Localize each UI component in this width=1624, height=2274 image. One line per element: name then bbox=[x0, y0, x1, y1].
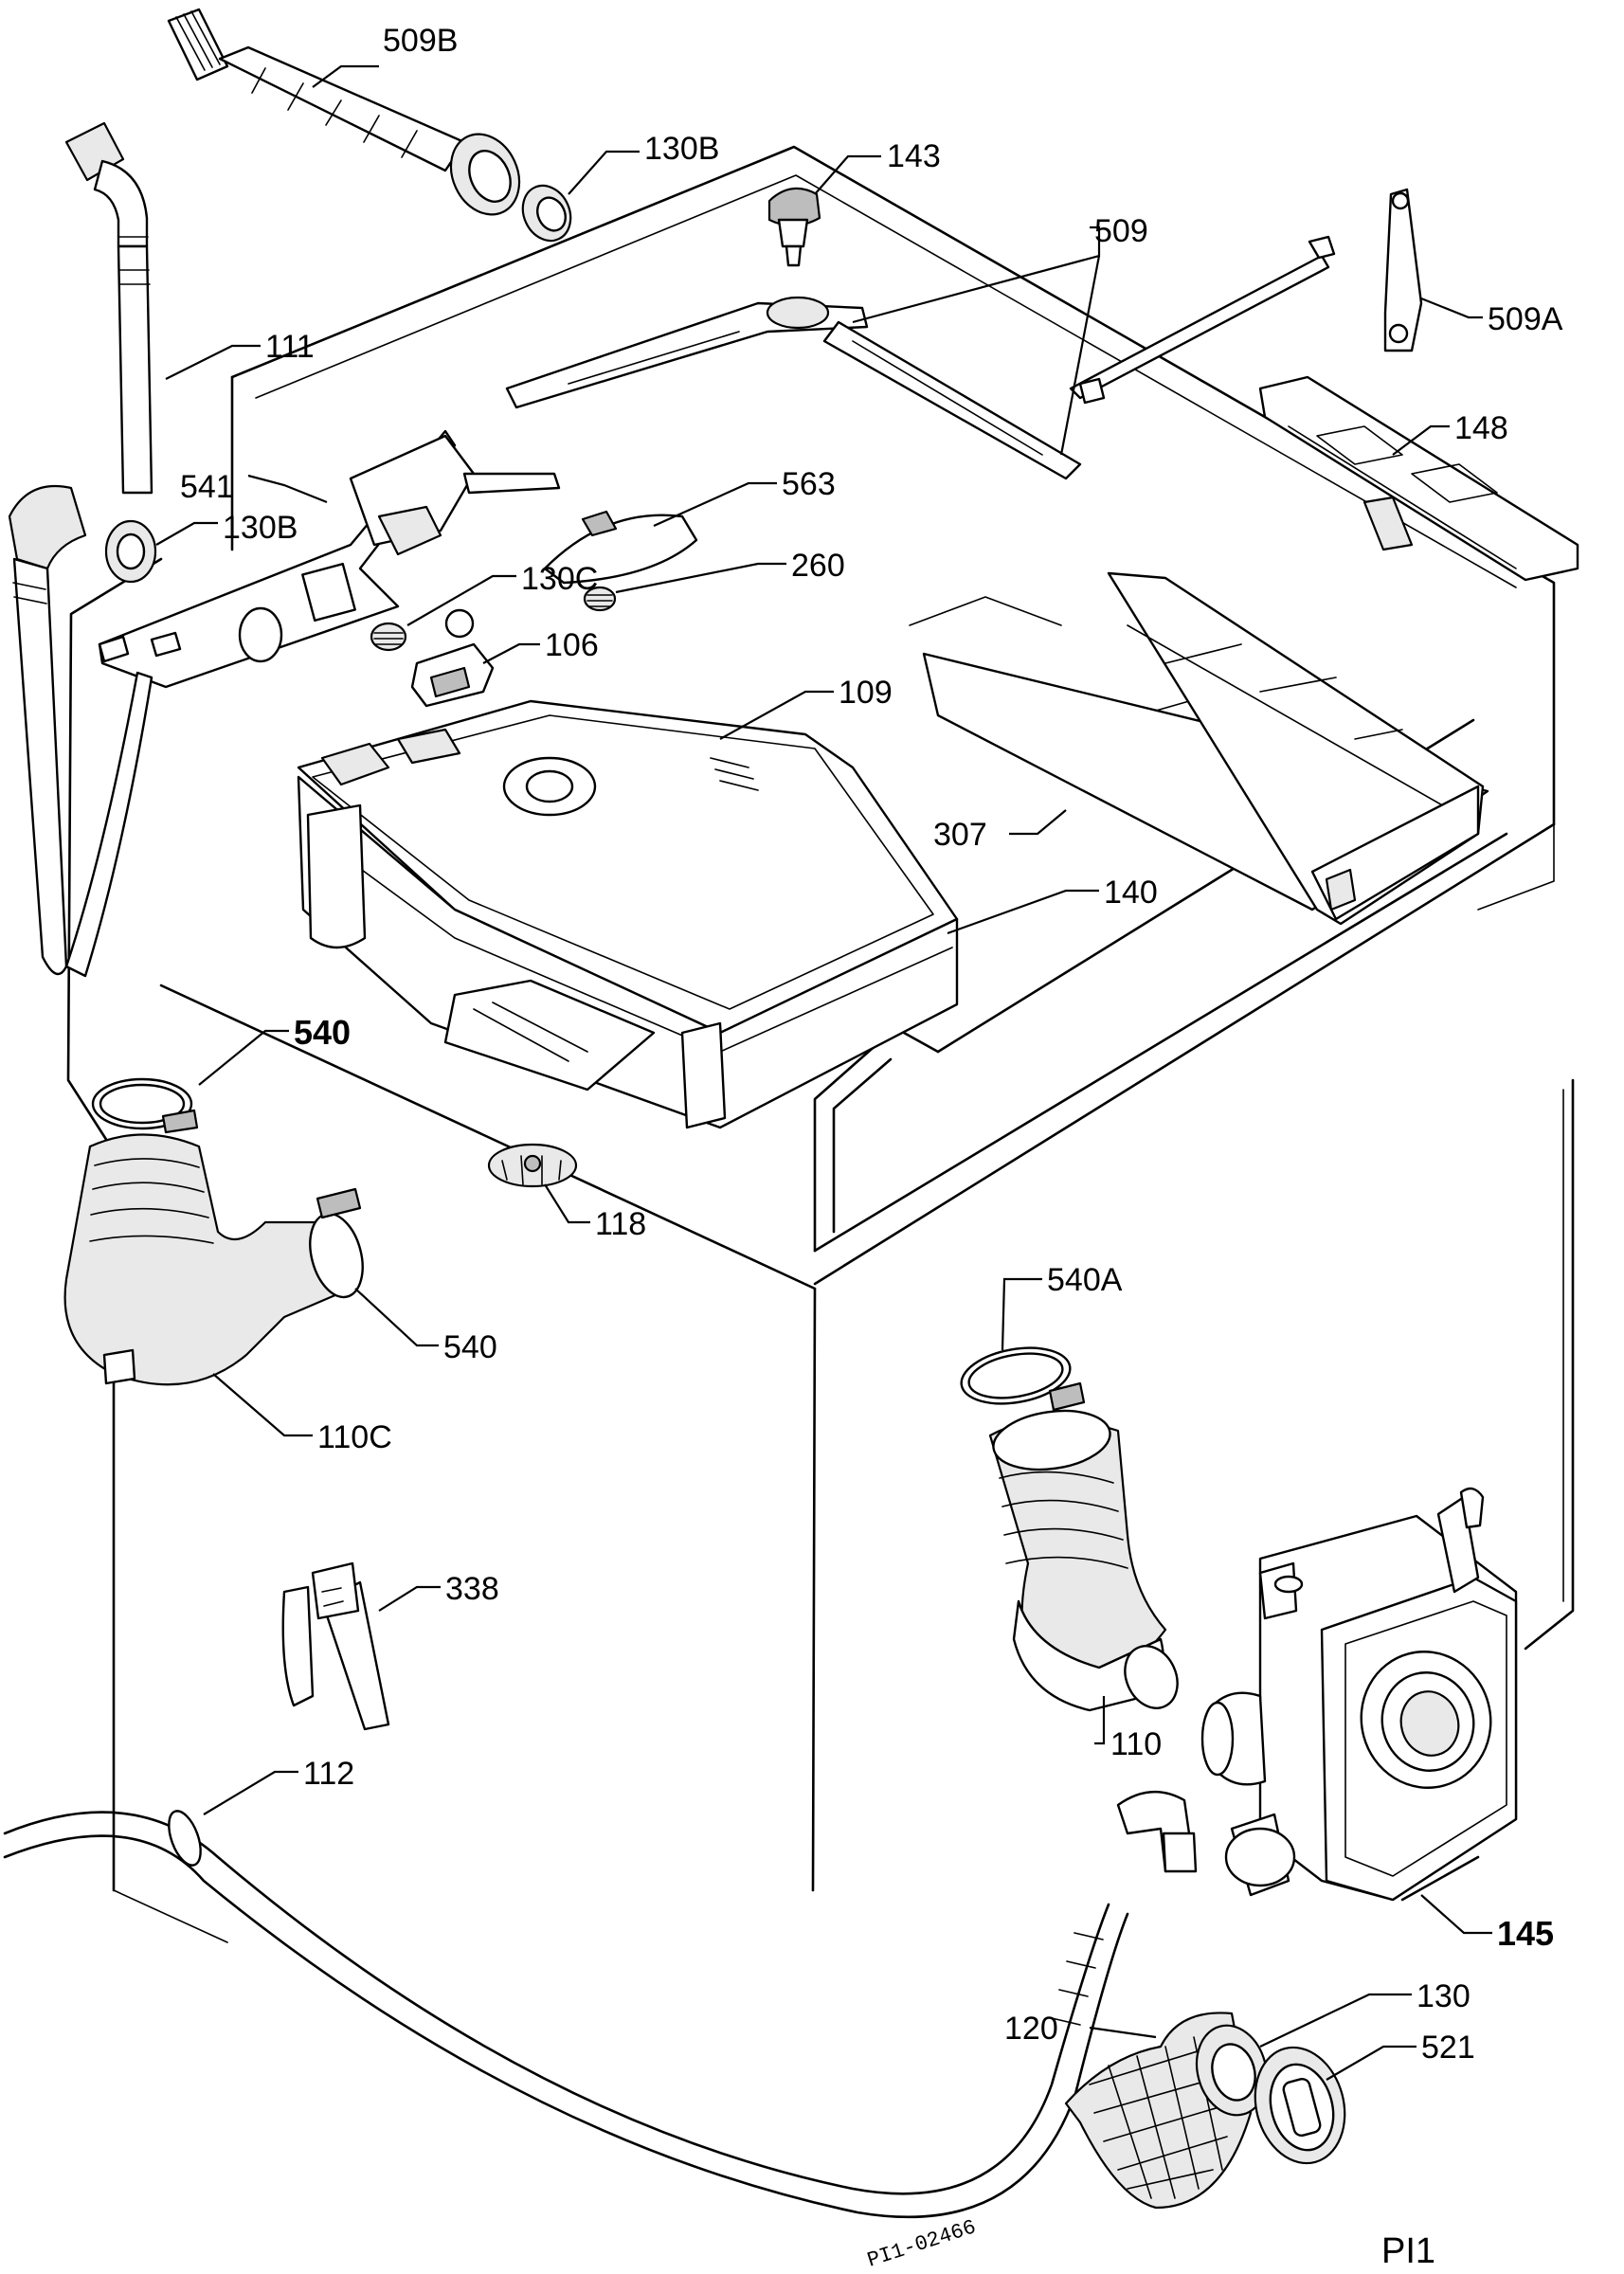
page-code: PI1 bbox=[1381, 2231, 1435, 2271]
label-106: 106 bbox=[545, 627, 599, 663]
part-130-filter-seal bbox=[1195, 2024, 1269, 2117]
label-540a: 540A bbox=[1047, 1262, 1123, 1298]
part-540-top-clamp bbox=[91, 1077, 199, 1134]
part-541-valve-bracket bbox=[98, 429, 561, 689]
part-260-spring bbox=[583, 586, 617, 612]
label-541: 541 bbox=[180, 469, 234, 505]
part-563-cover bbox=[543, 510, 698, 585]
label-509a: 509A bbox=[1488, 301, 1563, 337]
part-130b-mid-seal bbox=[104, 519, 157, 584]
part-109-dispenser-lid bbox=[297, 699, 959, 1035]
label-540-top: 540 bbox=[294, 1013, 351, 1052]
label-130b-top: 130B bbox=[644, 131, 719, 167]
part-130c-small-spring bbox=[370, 622, 407, 652]
part-140-dispenser-body bbox=[297, 775, 959, 1129]
part-307-detergent-drawer bbox=[922, 571, 1489, 926]
label-540-mid: 540 bbox=[443, 1329, 497, 1365]
drawing-code: PI1-02466 bbox=[864, 2215, 979, 2272]
label-120: 120 bbox=[1004, 2011, 1058, 2047]
label-118: 118 bbox=[595, 1206, 646, 1242]
label-143: 143 bbox=[887, 138, 941, 174]
label-338: 338 bbox=[445, 1571, 499, 1607]
label-509b: 509B bbox=[383, 23, 458, 59]
part-148-panel-insert bbox=[1258, 375, 1579, 582]
label-112: 112 bbox=[303, 1756, 354, 1792]
label-130b-mid: 130B bbox=[223, 510, 298, 546]
part-145-pump-housing bbox=[1200, 1487, 1518, 1902]
part-509b-inlet-pipe bbox=[167, 8, 521, 216]
part-509-lever-assembly bbox=[505, 235, 1336, 480]
label-110: 110 bbox=[1110, 1726, 1162, 1762]
part-509a-small-lever bbox=[1383, 188, 1423, 352]
label-145: 145 bbox=[1497, 1914, 1554, 1953]
part-106-valve-clip bbox=[410, 608, 495, 708]
part-left-inlet-hose bbox=[8, 484, 153, 978]
label-521: 521 bbox=[1421, 2030, 1475, 2066]
label-148: 148 bbox=[1454, 410, 1508, 446]
part-130b-top-seal bbox=[521, 184, 572, 243]
part-118-nozzle bbox=[487, 1143, 578, 1188]
part-521-filter-cap bbox=[1254, 2046, 1346, 2165]
label-111: 111 bbox=[265, 329, 315, 365]
part-540a-clamp bbox=[960, 1346, 1086, 1412]
leader-lines bbox=[155, 64, 1492, 2081]
part-110c-sump-hose bbox=[63, 1133, 352, 1386]
cabinet-outline bbox=[66, 145, 1575, 1943]
label-109: 109 bbox=[839, 675, 893, 711]
part-110-pump-hose bbox=[988, 1409, 1179, 1712]
part-112-drain-hose bbox=[3, 1790, 1198, 2219]
label-563: 563 bbox=[782, 466, 836, 502]
label-260: 260 bbox=[791, 548, 845, 584]
part-111-inlet-hose bbox=[64, 121, 153, 495]
label-130c: 130C bbox=[521, 561, 598, 597]
label-110c: 110C bbox=[317, 1419, 392, 1455]
label-130: 130 bbox=[1416, 1978, 1471, 2014]
label-140: 140 bbox=[1104, 875, 1158, 911]
part-143-knob bbox=[767, 187, 821, 267]
part-540-side-clamp bbox=[309, 1187, 364, 1299]
part-338-hose-guide bbox=[281, 1561, 390, 1731]
label-509: 509 bbox=[1094, 213, 1148, 249]
label-307: 307 bbox=[933, 817, 987, 853]
